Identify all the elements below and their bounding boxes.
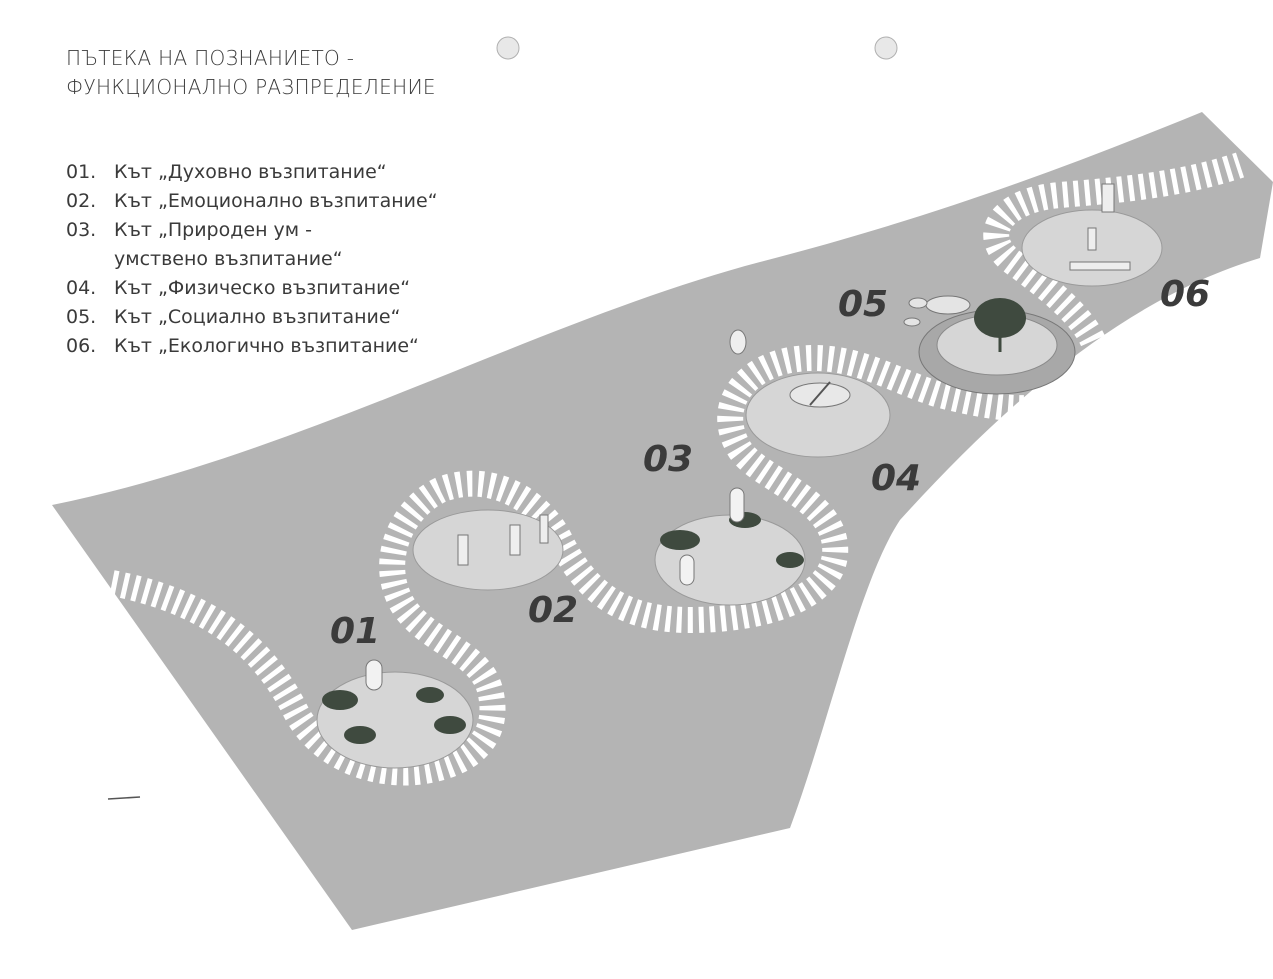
- legend-item-number: 01.: [66, 161, 97, 183]
- plaza-01-shrub: [344, 726, 376, 744]
- legend-item: 04. Кът „Физическо възпитание“: [66, 274, 438, 303]
- zone-label-02: 02: [528, 590, 578, 631]
- zone-label-03: 03: [643, 439, 693, 480]
- plaza-04-mirror: [729, 329, 747, 355]
- zone-label-01: 01: [330, 611, 380, 652]
- legend-item: 02. Кът „Емоционално възпитание“: [66, 187, 438, 216]
- diagram-title: ПЪТЕКА НА ПОЗНАНИЕТО - ФУНКЦИОНАЛНО РАЗП…: [66, 44, 436, 102]
- plaza-05-stool: [903, 317, 921, 327]
- legend-item: 01. Кът „Духовно възпитание“: [66, 158, 438, 187]
- legend-item: 05. Кът „Социално възпитание“: [66, 303, 438, 332]
- zone-label-05: 05: [838, 284, 888, 325]
- plaza-04-floor: [745, 372, 891, 458]
- plaza-01-arch: [365, 659, 383, 691]
- legend-item-text: Кът „Природен ум - умствено възпитание“: [114, 216, 343, 274]
- legend-item-text: Кът „Емоционално възпитание“: [114, 187, 438, 216]
- legend-item-number: 02.: [66, 190, 97, 212]
- plaza-06: [1021, 183, 1163, 287]
- plaza-02-panel: [539, 514, 549, 544]
- legend-item: 03. Кът „Природен ум - умствено възпитан…: [66, 216, 438, 274]
- plaza-06-bench: [1069, 261, 1131, 271]
- punch-hole-right: [874, 36, 898, 60]
- knowledge-path-stripes: [109, 152, 1245, 786]
- legend-item-line: Кът „Емоционално възпитание“: [114, 190, 438, 212]
- zone-label-04: 04: [871, 458, 921, 499]
- plaza-04-net: [809, 381, 831, 406]
- plaza-03-arch: [679, 554, 695, 586]
- legend-item-number: 05.: [66, 306, 97, 328]
- plaza-06-post: [1087, 227, 1097, 251]
- legend-item-number: 03.: [66, 219, 97, 241]
- plaza-06-post: [1101, 183, 1115, 213]
- plaza-01: [316, 659, 474, 769]
- plaza-03-shrub: [660, 530, 700, 550]
- plaza-01-shrub: [322, 690, 358, 710]
- title-line-1: ПЪТЕКА НА ПОЗНАНИЕТО -: [66, 46, 355, 70]
- plaza-05-canopy: [925, 295, 971, 315]
- legend-item-line: Кът „Природен ум -: [114, 219, 313, 241]
- legend-item-line: Кът „Екологично възпитание“: [114, 335, 419, 357]
- legend-item-number: 06.: [66, 335, 97, 357]
- legend-item-text: Кът „Духовно възпитание“: [114, 158, 387, 187]
- legend-item-line: Кът „Социално възпитание“: [114, 306, 401, 328]
- plaza-02: [412, 509, 564, 591]
- plaza-02-panel: [457, 534, 469, 566]
- title-line-2: ФУНКЦИОНАЛНО РАЗПРЕДЕЛЕНИЕ: [66, 75, 436, 99]
- legend-item: 06. Кът „Екологично възпитание“: [66, 332, 438, 361]
- punch-hole-left: [496, 36, 520, 60]
- legend-item-line: Кът „Физическо възпитание“: [114, 277, 411, 299]
- plaza-05-tree: [974, 298, 1026, 338]
- plaza-03-shrub: [776, 552, 804, 568]
- legend-list: 01. Кът „Духовно възпитание“ 02. Кът „Ем…: [66, 158, 438, 361]
- plaza-02-panel: [509, 524, 521, 556]
- legend-item-line: Кът „Духовно възпитание“: [114, 161, 387, 183]
- plaza-02-floor: [412, 509, 564, 591]
- plaza-04: [729, 329, 891, 458]
- legend-item-text: Кът „Социално възпитание“: [114, 303, 400, 332]
- plaza-03: [654, 487, 806, 606]
- plaza-05-stool: [908, 297, 928, 309]
- plaza-01-shrub: [434, 716, 466, 734]
- leader-line: [107, 796, 141, 800]
- legend-item-number: 04.: [66, 277, 97, 299]
- legend-item-text: Кът „Екологично възпитание“: [114, 332, 419, 361]
- plaza-01-shrub: [416, 687, 444, 703]
- plaza-03-arch: [729, 487, 745, 523]
- zone-label-06: 06: [1160, 274, 1210, 315]
- legend-item-text: Кът „Физическо възпитание“: [114, 274, 410, 303]
- plaza-05: [903, 295, 1076, 395]
- legend-item-line: умствено възпитание“: [114, 248, 343, 270]
